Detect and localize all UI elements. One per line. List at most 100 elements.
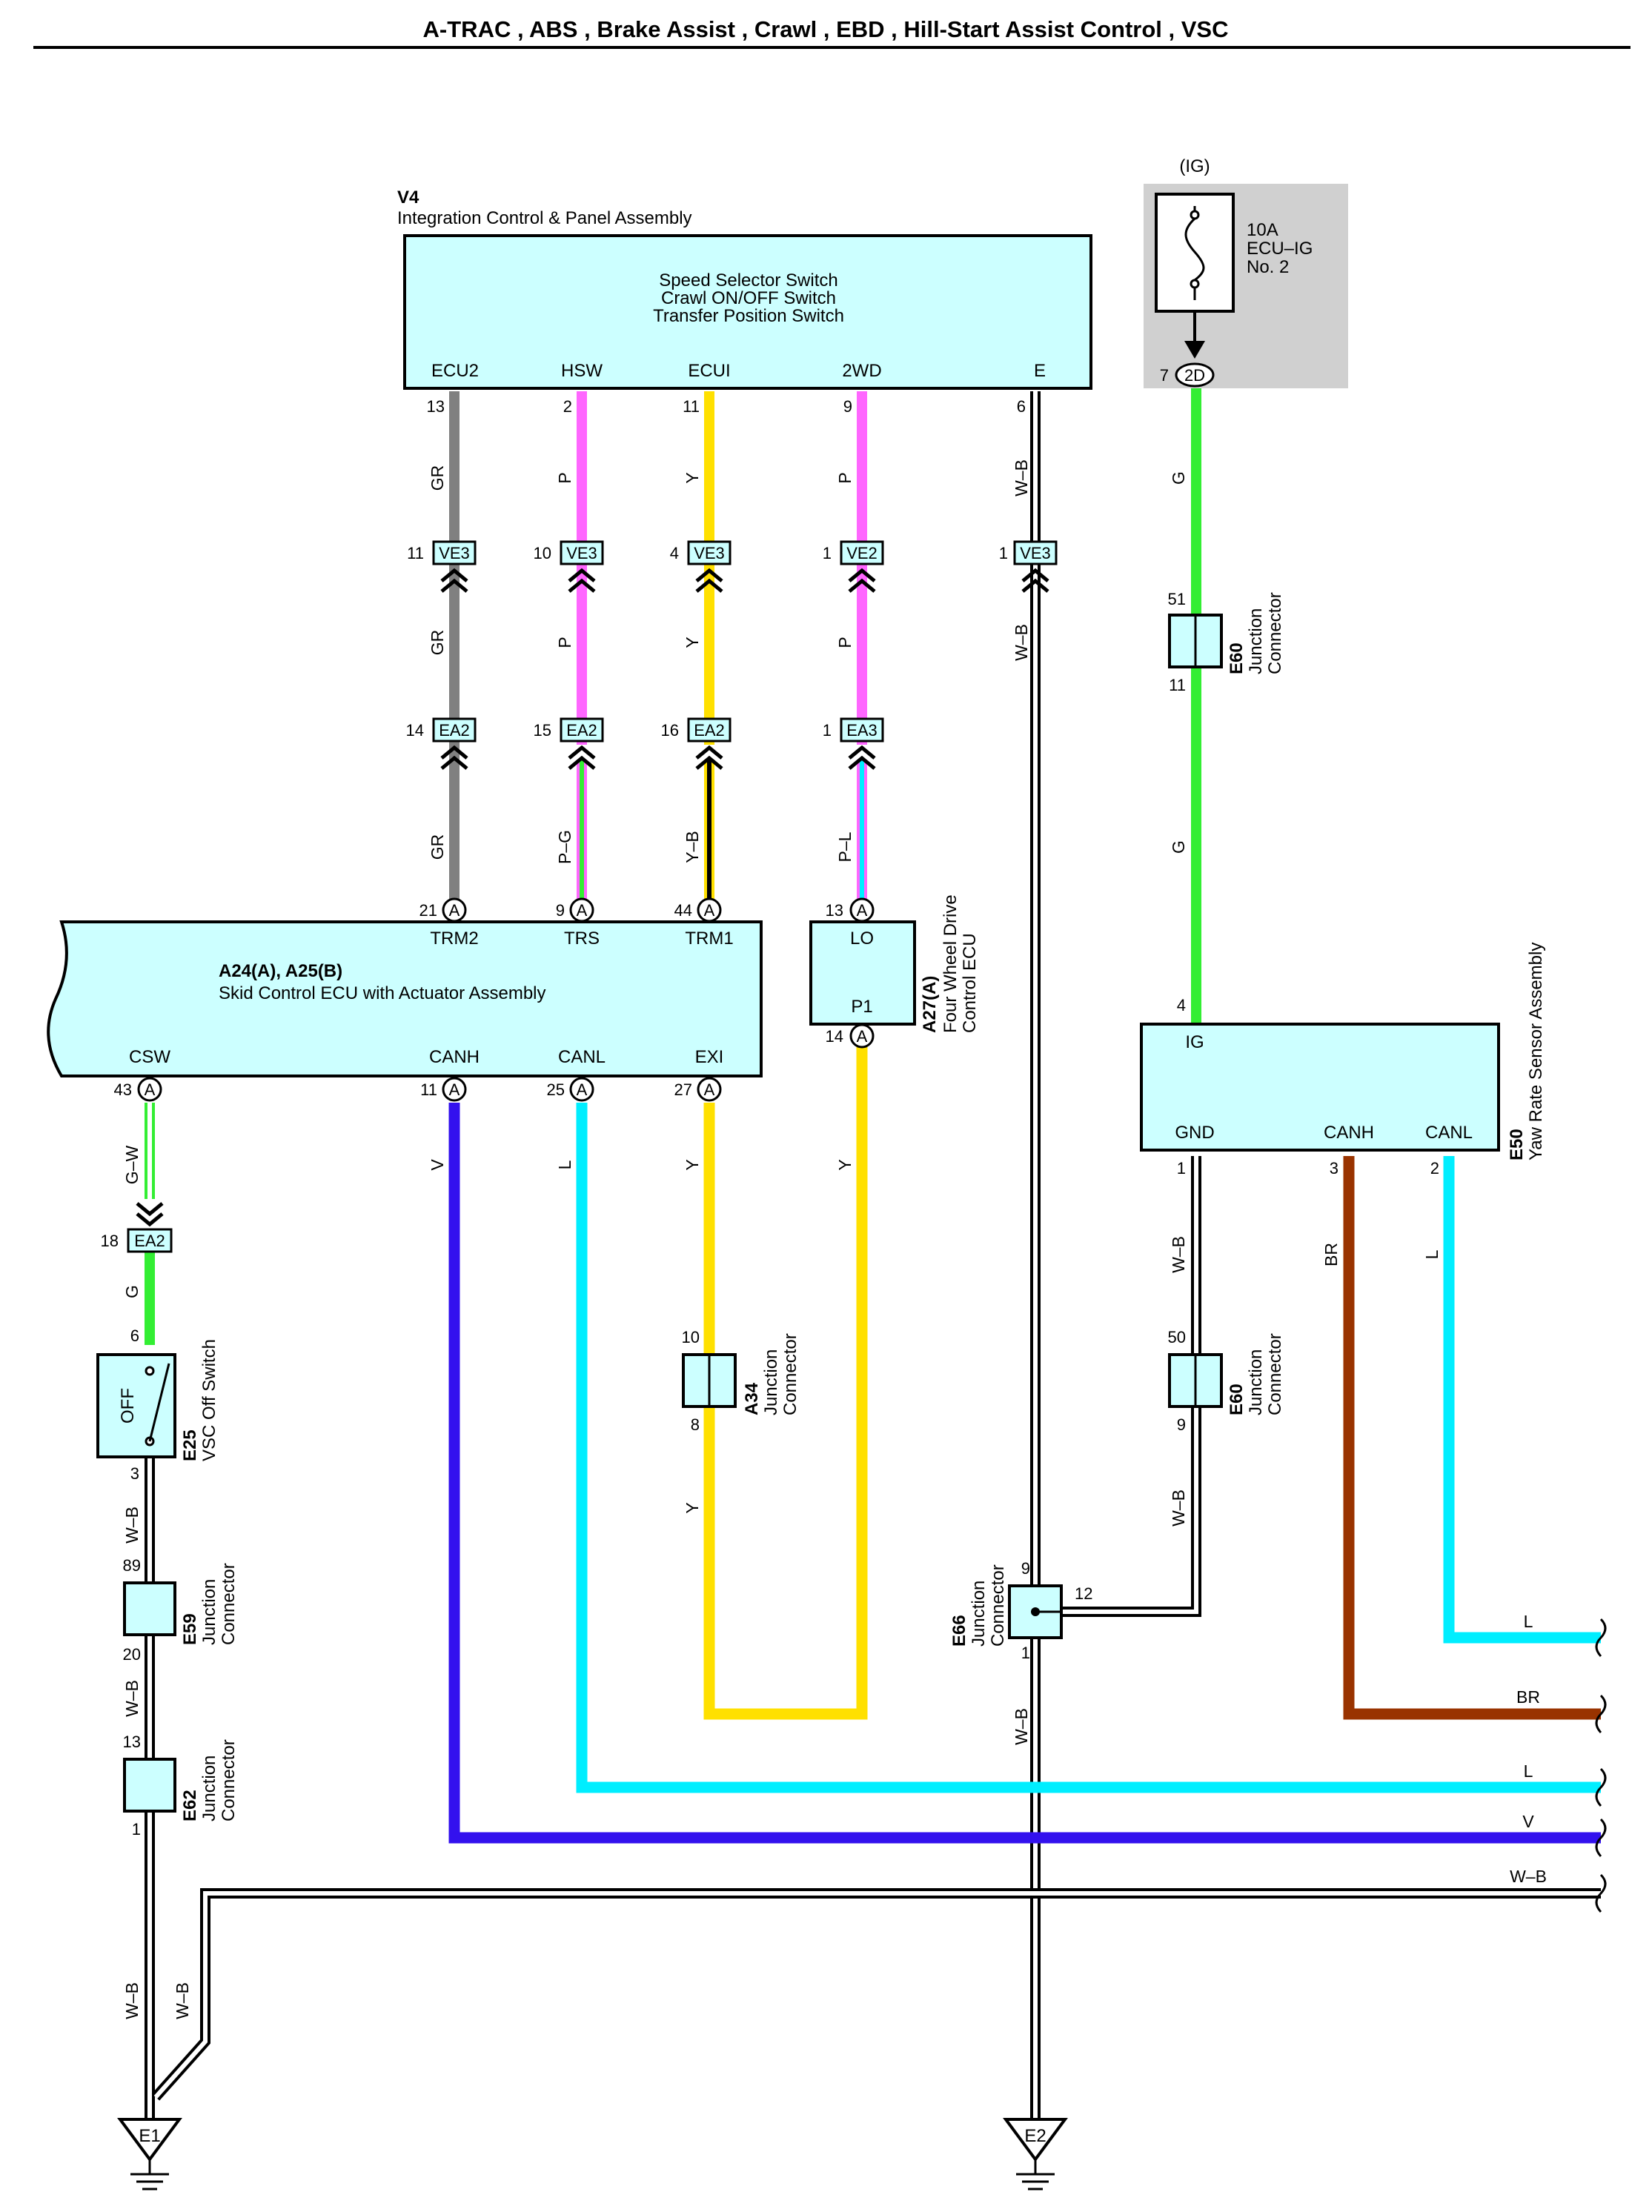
- skid-bottom-pins: A 43 A 11 A 25 A 27: [114, 1077, 722, 1102]
- junction-code: E60: [1227, 1384, 1247, 1415]
- fuse-rating: 10A: [1247, 220, 1278, 240]
- v4-pin-ecu2: 13: [427, 397, 445, 416]
- yaw-pin-gnd: 1: [1177, 1159, 1186, 1178]
- wire-label-wb-bus: W–B: [173, 1982, 192, 2019]
- junction-e60-upper: 51 11 E60 Junction Connector: [1168, 590, 1285, 694]
- yaw-pin-ig: 4: [1177, 996, 1186, 1014]
- ve-code: VE3: [694, 544, 725, 562]
- connector-ea2-16: 16 EA2: [661, 717, 732, 768]
- connector-ve3-1: 1 VE3: [999, 540, 1058, 591]
- ea-code: EA2: [134, 1232, 165, 1250]
- junction-label-1: Junction: [199, 1756, 219, 1821]
- wire-label-p-1: P: [555, 472, 574, 483]
- wire-y-ecui: [704, 391, 714, 745]
- skid-terminal-trm1: TRM1: [685, 929, 733, 949]
- skid-ecu-box: [47, 920, 763, 1077]
- wire-label-g-2: G: [1169, 840, 1188, 854]
- ground-e2-label: E2: [1024, 2126, 1046, 2146]
- junction-a34: 10 8 A34 Junction Connector: [682, 1328, 800, 1434]
- wire-label-br: BR: [1321, 1243, 1341, 1266]
- fwd-ecu-code: A27(A): [920, 976, 940, 1033]
- fwd-terminal-p1: P1: [851, 997, 872, 1017]
- junction-pin-bottom: 1: [132, 1820, 141, 1839]
- ve-pin: 1: [823, 544, 832, 562]
- wire-end-label-l1: L: [1524, 1612, 1533, 1631]
- wire-wb-e: [1030, 391, 1041, 2133]
- v4-terminal-hsw: HSW: [561, 361, 603, 381]
- pin-conn: A: [577, 901, 588, 920]
- ea-pin: 18: [101, 1232, 119, 1250]
- junction-pin-bottom: 9: [1177, 1415, 1186, 1434]
- yaw-sensor-box: [1140, 1023, 1500, 1152]
- junction-pin-bottom: 1: [1021, 1644, 1030, 1662]
- fuse-name-2: No. 2: [1247, 257, 1289, 277]
- connector-ea2-18: 18 EA2: [101, 1228, 173, 1253]
- yaw-terminal-canh: CANH: [1324, 1123, 1374, 1143]
- ve-pin: 4: [670, 544, 679, 562]
- connector-ve3-4: 4 VE3: [670, 540, 732, 591]
- ea-pin: 14: [406, 721, 424, 740]
- wire-end-label-v: V: [1522, 1812, 1534, 1831]
- junction-label-1: Junction: [1246, 1349, 1266, 1415]
- wire-label-y-p1: Y: [835, 1159, 855, 1170]
- skid-terminal-trm2: TRM2: [430, 929, 478, 949]
- pin-conn: A: [704, 901, 715, 920]
- pin-num: 44: [674, 901, 692, 920]
- pin-num: 21: [419, 901, 437, 920]
- junction-pin-top: 13: [123, 1733, 141, 1751]
- fwd-pin-p1-circle: [849, 1023, 875, 1049]
- yaw-pin-canl: 2: [1430, 1159, 1439, 1178]
- v4-function-3: Transfer Position Switch: [653, 306, 844, 326]
- junction-code: E60: [1227, 642, 1247, 674]
- wire-label-p-4: P: [835, 637, 855, 648]
- wire-label-g-w: G–W: [122, 1146, 142, 1185]
- junction-pin-bottom: 8: [691, 1415, 700, 1434]
- ea-pin: 15: [534, 721, 551, 740]
- wire-p-g: [577, 760, 587, 910]
- wire-end-breaks: [1595, 1618, 1607, 1913]
- switch-pin-top: 6: [130, 1326, 139, 1345]
- wire-y-exi: [703, 1046, 868, 1720]
- fwd-terminal-lo: LO: [850, 929, 874, 949]
- v4-pin-2wd: 9: [843, 397, 852, 416]
- wire-br-canh: [1343, 1156, 1601, 1720]
- v4-pin-e: 6: [1017, 397, 1026, 416]
- wire-label-p-l: P–L: [835, 831, 855, 862]
- fuse-connector: [1175, 362, 1215, 388]
- wire-label-g-1: G: [1169, 471, 1188, 485]
- v4-box: [403, 234, 1092, 390]
- junction-code: E59: [180, 1613, 200, 1645]
- junction-label-2: Connector: [780, 1333, 800, 1415]
- junction-code: A34: [742, 1382, 762, 1415]
- fwd-pin-p1-conn: A: [857, 1027, 868, 1046]
- wire-label-g-csw: G: [122, 1285, 142, 1298]
- connector-ve3-10: 10 VE3: [534, 540, 604, 591]
- skid-terminal-canl: CANL: [558, 1047, 606, 1067]
- ea-code: EA3: [846, 721, 878, 740]
- fwd-pin-lo-num: 13: [826, 901, 843, 920]
- pin-conn: A: [704, 1080, 715, 1099]
- junction-e60-lower: 50 9 E60 Junction Connector: [1168, 1328, 1285, 1434]
- wire-l-yaw: [1443, 1156, 1601, 1644]
- wire-label-y-exi-2: Y: [683, 1502, 702, 1513]
- v4-terminal-ecui: ECUI: [688, 361, 730, 381]
- wire-end-label-wb: W–B: [1510, 1867, 1547, 1886]
- junction-pin-bottom: 20: [123, 1645, 141, 1664]
- v4-terminal-2wd: 2WD: [842, 361, 881, 381]
- junction-pin-top: 10: [682, 1328, 700, 1346]
- skid-top-pins: A 21 A 9 A 44: [419, 897, 722, 923]
- wire-g-csw: [145, 1252, 155, 1345]
- fuse-connector-code: 2D: [1184, 366, 1205, 385]
- wire-label-wb-e59: W–B: [122, 1680, 142, 1717]
- yaw-terminal-canl: CANL: [1425, 1123, 1473, 1143]
- wire-label-wb-e66: W–B: [1012, 1708, 1031, 1745]
- wire-p-l: [857, 760, 867, 910]
- skid-ecu-name: Skid Control ECU with Actuator Assembly: [219, 983, 546, 1003]
- ea-code: EA2: [439, 721, 470, 740]
- ve-pin: 11: [407, 544, 424, 562]
- ea-code: EA2: [566, 721, 597, 740]
- connector-ea2-14: 14 EA2: [406, 717, 477, 768]
- ve-code: VE3: [1020, 544, 1051, 562]
- junction-label-2: Connector: [219, 1739, 239, 1821]
- fuse-pin: 7: [1160, 366, 1169, 385]
